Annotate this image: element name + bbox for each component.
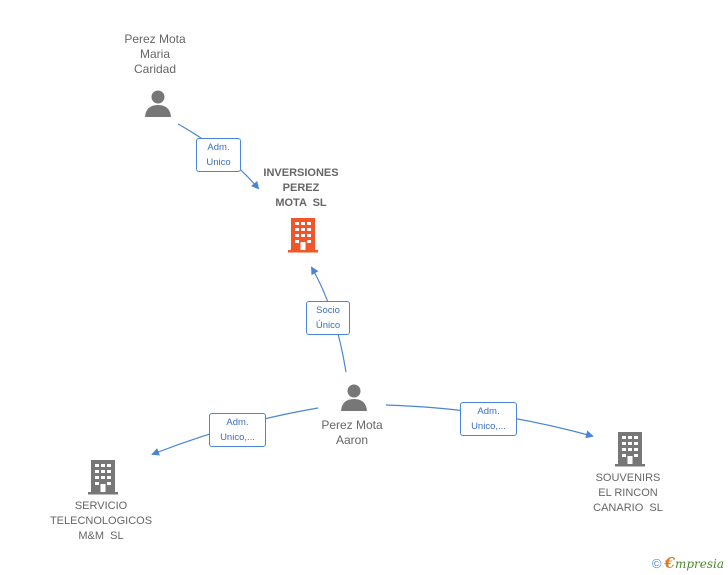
brand-logo-text: mpresia [674,557,724,571]
name-line: Perez Mota [124,32,186,46]
company-servicio-name[interactable]: SERVICIO TELECNOLOGICOS M&M SL [21,499,181,544]
name-line: INVERSIONES [263,167,339,179]
name-line: TELECNOLOGICOS [49,515,153,527]
edge-label-line: Unico,... [471,421,506,432]
company-souvenirs-name[interactable]: SOUVENIRS EL RINCON CANARIO SL [548,471,708,516]
building-icon[interactable] [614,431,646,467]
name-line: PEREZ [282,182,320,194]
brand-logo: €mpresia [664,554,725,572]
edge-label-line: Único [315,320,341,331]
person-maria-name[interactable]: Perez Mota Maria Caridad [75,32,235,77]
copyright-icon: © [651,556,662,571]
person-icon[interactable] [143,88,173,118]
company-inversiones-name[interactable]: INVERSIONES PEREZ MOTA SL [221,166,381,211]
edge-label-line: Adm. [207,142,230,153]
name-line: SOUVENIRS [595,472,661,484]
edge-label-adm-unico-servicio[interactable]: Adm. Unico,... [209,413,266,447]
edge-label-line: Socio [316,305,340,316]
person-icon[interactable] [339,382,369,412]
name-line: Maria [139,47,170,61]
building-icon[interactable] [287,217,319,253]
edge-label-line: Unico,... [220,432,255,443]
name-line: Aaron [335,433,369,447]
name-line: Perez Mota [321,418,383,432]
edge-label-line: Adm. [226,417,249,428]
edge-label-line: Adm. [477,406,500,417]
name-line: M&M SL [78,530,124,542]
name-line: Caridad [133,62,177,76]
name-line: EL RINCON [598,487,658,499]
footer-branding: ©€mpresia [652,554,724,572]
building-icon[interactable] [87,459,119,495]
name-line: SERVICIO [74,500,128,512]
edge-label-adm-unico-souvenirs[interactable]: Adm. Unico,... [460,402,517,436]
edge-label-line: Unico [206,157,231,168]
name-line: MOTA SL [275,197,327,209]
edge-label-adm-unico[interactable]: Adm. Unico [196,138,241,172]
brand-logo-initial: € [664,554,675,572]
edge-label-socio-unico[interactable]: Socio Único [306,301,350,335]
name-line: CANARIO SL [593,502,663,514]
person-aaron-name[interactable]: Perez Mota Aaron [272,418,432,448]
